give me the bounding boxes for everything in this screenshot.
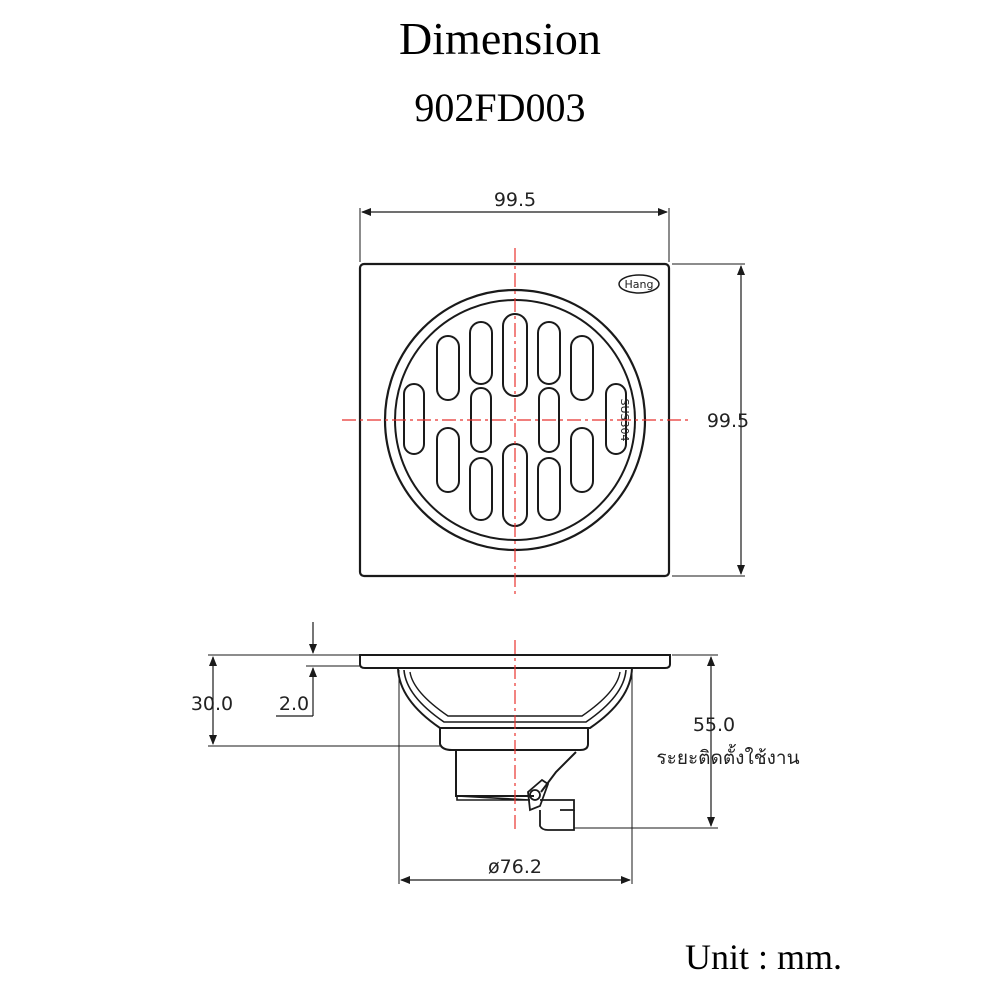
outlet-body [539, 810, 575, 831]
diameter-label: ø76.2 [488, 856, 542, 878]
grate-slot [538, 387, 560, 453]
grate-slot [403, 383, 425, 455]
trap-cup-left [455, 750, 534, 797]
grate-slot [570, 427, 594, 493]
grate-slot [570, 335, 594, 401]
top-view-center-lines [342, 248, 688, 596]
grate-slot [469, 321, 493, 385]
trap-cup-base [456, 795, 531, 801]
logo-text: Hang [625, 278, 654, 291]
grate-slot [605, 383, 627, 455]
width-label: 99.5 [494, 189, 536, 211]
flange-thickness-label: 2.0 [279, 693, 309, 715]
flange-plate [359, 654, 671, 669]
grate-slot [436, 335, 460, 401]
grate-slot [502, 313, 528, 397]
install-height-caption: ระยะติดตั้งใช้งาน [656, 744, 799, 769]
hang-logo-oval [618, 274, 660, 294]
grate-slot [537, 321, 561, 385]
side-view [208, 622, 718, 884]
grate-slot [537, 457, 561, 521]
height-label: 99.5 [707, 410, 749, 432]
page-title: Dimension [399, 13, 601, 64]
trap-hinge [529, 789, 541, 801]
body-neck [439, 728, 589, 751]
total-height-label: 30.0 [191, 693, 233, 715]
grate-slot [469, 457, 493, 521]
unit-label: Unit : mm. [684, 937, 842, 977]
install-height-label: 55.0 [693, 714, 735, 736]
material-stamp: SUS304 [618, 398, 631, 441]
trap-flap [527, 778, 550, 812]
model-number: 902FD003 [414, 85, 586, 130]
grate-slot [436, 427, 460, 493]
trap-cup-right [540, 751, 577, 793]
outlet-top [540, 799, 575, 811]
top-view [358, 208, 745, 578]
